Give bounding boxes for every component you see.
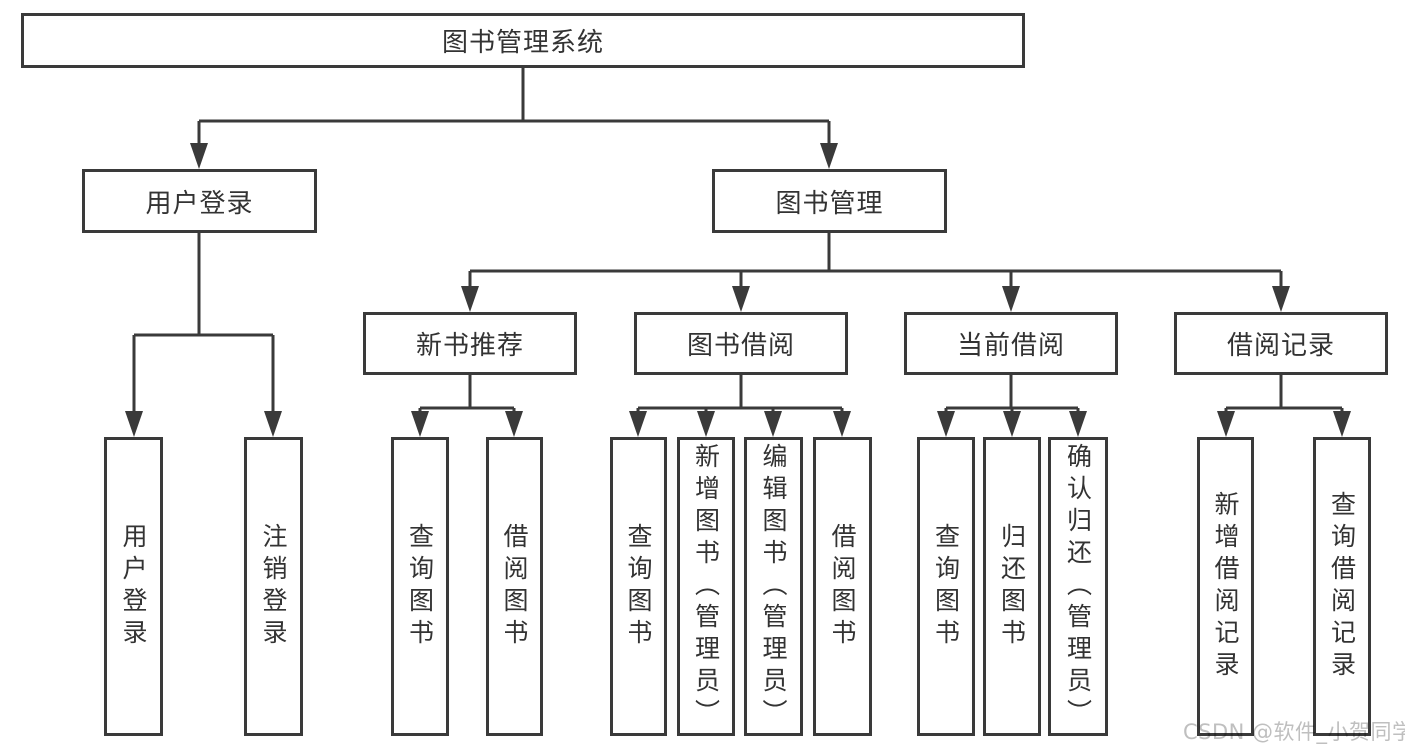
node-label: 图书管理 — [775, 188, 884, 219]
node-book-management: 图书管理 — [712, 169, 947, 233]
arrow-down-icon — [1003, 411, 1021, 437]
node-new-book-recommend: 新书推荐 — [363, 312, 577, 375]
arrow-down-icon — [629, 411, 647, 437]
node-label: 查询图书 — [624, 522, 653, 651]
connector-new-book-recommend-children — [418, 375, 516, 413]
node-label: 借阅图书 — [500, 522, 529, 651]
node-current-borrow: 当前借阅 — [904, 312, 1118, 375]
node-label: 当前借阅 — [956, 331, 1065, 361]
arrow-down-icon — [505, 411, 523, 437]
node-borrow-records: 借阅记录 — [1174, 312, 1388, 375]
leaf-query-books-recommend: 查询图书 — [391, 437, 449, 736]
leaf-user-login: 用户登录 — [104, 437, 163, 736]
node-label: 新增图书（管理员） — [691, 442, 721, 731]
connector-root-to-level2 — [197, 68, 831, 145]
node-label: 查询图书 — [405, 522, 435, 651]
node-label: 借阅记录 — [1226, 331, 1335, 361]
node-label: 用户登录 — [145, 188, 254, 219]
arrow-down-icon — [833, 411, 851, 437]
node-user-login: 用户登录 — [82, 169, 317, 233]
node-library-management-system: 图书管理系统 — [21, 13, 1025, 68]
arrow-down-icon — [937, 411, 955, 437]
leaf-borrow-books-recommend: 借阅图书 — [486, 437, 543, 736]
leaf-add-borrow-record: 新增借阅记录 — [1197, 437, 1254, 736]
node-label: 归还图书 — [997, 522, 1027, 651]
arrow-down-icon — [1002, 286, 1020, 312]
leaf-query-borrow-record: 查询借阅记录 — [1313, 437, 1371, 736]
arrow-down-icon — [461, 286, 479, 312]
leaf-confirm-return-admin: 确认归还（管理员） — [1048, 437, 1108, 736]
node-label: 注销登录 — [259, 522, 288, 651]
node-label: 查询借阅记录 — [1327, 490, 1357, 683]
node-label: 新书推荐 — [415, 331, 524, 361]
arrow-down-icon — [1272, 286, 1290, 312]
leaf-logout: 注销登录 — [244, 437, 303, 736]
node-label: 图书借阅 — [686, 331, 795, 361]
connector-current-borrow-children — [944, 375, 1080, 413]
arrow-down-icon — [190, 143, 208, 169]
arrow-down-icon — [264, 411, 282, 437]
arrow-down-icon — [764, 411, 782, 437]
leaf-query-books-borrow: 查询图书 — [610, 437, 667, 736]
node-label: 编辑图书（管理员） — [759, 442, 788, 731]
node-book-borrow: 图书借阅 — [634, 312, 848, 375]
arrow-down-icon — [820, 143, 838, 169]
arrowheads — [125, 143, 1351, 437]
node-label: 查询图书 — [931, 522, 961, 651]
connector-borrow-records-children — [1224, 375, 1344, 413]
connector-book-borrow-children — [636, 375, 844, 413]
arrow-down-icon — [697, 411, 715, 437]
leaf-borrow-books-borrow: 借阅图书 — [813, 437, 872, 736]
node-label: 确认归还（管理员） — [1063, 442, 1093, 731]
leaf-return-book: 归还图书 — [983, 437, 1041, 736]
arrow-down-icon — [1069, 411, 1087, 437]
leaf-edit-book-admin: 编辑图书（管理员） — [744, 437, 803, 736]
arrow-down-icon — [732, 286, 750, 312]
leaf-query-books-current: 查询图书 — [917, 437, 975, 736]
connector-book-management-children — [468, 233, 1283, 288]
node-label: 图书管理系统 — [441, 28, 604, 58]
connector-user-login-children — [132, 233, 275, 413]
arrow-down-icon — [411, 411, 429, 437]
leaf-add-book-admin: 新增图书（管理员） — [677, 437, 735, 736]
node-label: 借阅图书 — [828, 522, 857, 651]
arrow-down-icon — [1217, 411, 1235, 437]
arrow-down-icon — [1333, 411, 1351, 437]
node-label: 新增借阅记录 — [1211, 490, 1240, 683]
csdn-watermark: CSDN @软件_小贺同学 — [1183, 720, 1405, 744]
arrow-down-icon — [125, 411, 143, 437]
node-label: 用户登录 — [119, 522, 148, 651]
